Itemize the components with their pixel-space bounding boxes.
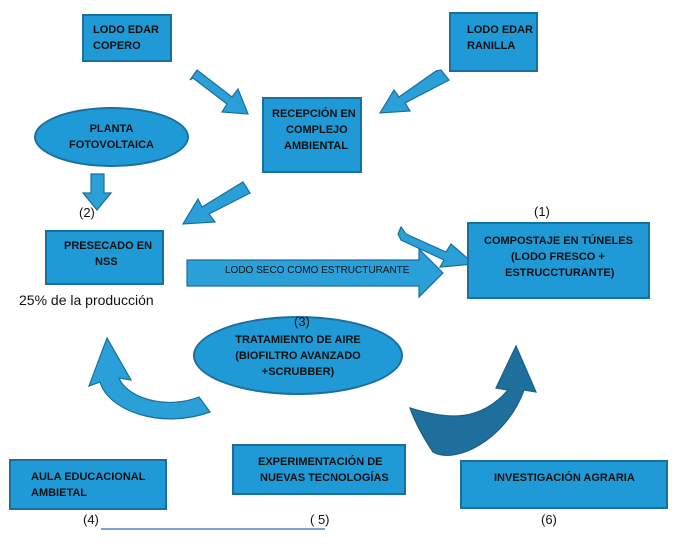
label-1: (1) (534, 204, 550, 219)
label-5: ( 5) (310, 512, 330, 527)
node-line: RECEPCIÓN EN (272, 108, 356, 120)
node-line: ESTRUCCTURANTE) (505, 267, 615, 279)
node-line: TRATAMIENTO DE AIRE (235, 333, 361, 346)
node-lodo-edar-ranilla: LODO EDAR RANILLA (449, 12, 538, 72)
node-line: (BIOFILTRO AVANZADO (235, 349, 361, 362)
label-produccion: 25% de la producción (19, 292, 154, 308)
node-line: PLANTA (89, 123, 134, 135)
node-line: (LODO FRESCO + (511, 251, 605, 263)
label-4: (4) (83, 512, 99, 527)
node-line: COPERO (93, 40, 141, 52)
node-line: LODO EDAR (467, 24, 533, 36)
node-line: AULA EDUCACIONAL (31, 471, 146, 483)
node-investigacion-agraria: INVESTIGACIÓN AGRARIA (460, 460, 668, 509)
curved-arrow-to-investigacion (409, 344, 537, 456)
node-tratamiento-aire: TRATAMIENTO DE AIRE (BIOFILTRO AVANZADO … (193, 316, 403, 395)
arrow-recepcion-to-presecado (181, 181, 251, 225)
arrow-ranilla-to-recepcion (378, 69, 450, 114)
node-line: COMPLEJO (286, 124, 348, 136)
arrow-planta-to-presecado (81, 173, 113, 211)
node-line: FOTOVOLTAICA (69, 139, 154, 151)
label-2: (2) (79, 205, 95, 220)
node-line: AMBIETAL (31, 487, 88, 499)
curved-arrow-to-aula (87, 336, 211, 420)
node-lodo-edar-copero: LODO EDAR COPERO (82, 14, 172, 62)
node-line: COMPOSTAJE EN TÚNELES (484, 235, 633, 247)
arrow-recepcion-to-compostaje (397, 225, 476, 268)
node-line: EXPERIMENTACIÓN DE (258, 456, 383, 468)
node-line: +SCRUBBER) (261, 365, 335, 378)
node-line: RANILLA (467, 40, 516, 52)
node-aula-educacional: AULA EDUCACIONAL AMBIETAL (9, 459, 167, 510)
node-recepcion-complejo-ambiental: RECEPCIÓN EN COMPLEJO AMBIENTAL (262, 97, 362, 173)
label-6: (6) (541, 512, 557, 527)
node-line: PRESECADO EN (64, 240, 153, 252)
node-line: LODO EDAR (93, 24, 159, 36)
node-line: NSS (95, 256, 118, 268)
node-experimentacion: EXPERIMENTACIÓN DE NUEVAS TECNOLOGÍAS (232, 444, 406, 495)
node-planta-fotovoltaica: PLANTA FOTOVOLTAICA (34, 107, 189, 167)
node-presecado-nss: PRESECADO EN NSS (45, 230, 164, 285)
arrow-presecado-to-compostaje (186, 247, 444, 299)
label-lodo-seco: LODO SECO COMO ESTRUCTURANTE (225, 265, 410, 276)
node-line: NUEVAS TECNOLOGÍAS (260, 472, 389, 484)
node-line: AMBIENTAL (284, 140, 348, 152)
node-compostaje-tuneles: COMPOSTAJE EN TÚNELES (LODO FRESCO + EST… (467, 222, 650, 299)
arrow-copero-to-recepcion (189, 69, 249, 115)
node-line: INVESTIGACIÓN AGRARIA (494, 472, 635, 484)
label-3: (3) (294, 314, 310, 329)
